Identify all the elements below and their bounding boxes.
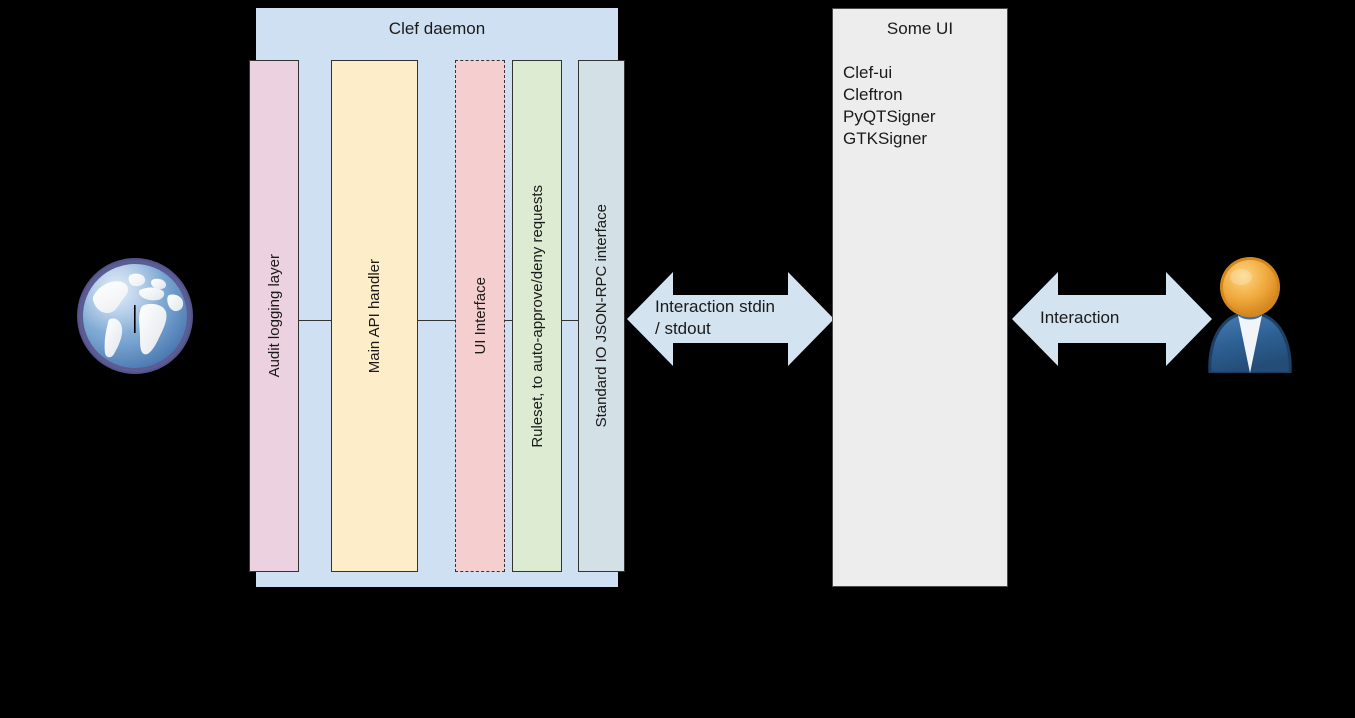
- lane-ui-label: UI Interface: [471, 277, 489, 355]
- some-ui-list: Clef-ui Cleftron PyQTSigner GTKSigner: [843, 62, 1003, 150]
- user-icon: [1200, 255, 1300, 375]
- some-ui-panel: [832, 8, 1008, 587]
- lane-api-label: Main API handler: [366, 258, 383, 374]
- clef-daemon-container: [256, 8, 618, 587]
- list-item: GTKSigner: [843, 129, 928, 148]
- connector-api-ui: [417, 320, 456, 321]
- some-ui-title: Some UI: [886, 19, 954, 38]
- lane-stdio-jsonrpc-interface: Standard IO JSON-RPC interface: [578, 60, 625, 572]
- lane-audit-logging-layer: Audit logging layer: [249, 60, 299, 572]
- arrow-stdin-stdout: [627, 272, 834, 366]
- list-item: Cleftron: [843, 85, 903, 104]
- clef-daemon-title: Clef daemon: [388, 19, 486, 38]
- lane-ruleset: Ruleset, to auto-approve/deny requests: [512, 60, 562, 572]
- connector-audit-api: [298, 320, 332, 321]
- list-item: PyQTSigner: [843, 107, 936, 126]
- connector-ruleset-stdio: [561, 320, 579, 321]
- globe-icon: [74, 255, 196, 377]
- list-item: Clef-ui: [843, 63, 893, 82]
- lane-audit-label: Audit logging layer: [265, 254, 283, 378]
- lane-stdio-label: Standard IO JSON-RPC interface: [593, 204, 610, 428]
- lane-ruleset-label: Ruleset, to auto-approve/deny requests: [528, 184, 546, 448]
- arrow-interaction: [1012, 272, 1212, 366]
- lane-ui-interface: UI Interface: [455, 60, 505, 572]
- connector-ui-ruleset: [504, 320, 513, 321]
- lane-main-api-handler: Main API handler: [331, 60, 418, 572]
